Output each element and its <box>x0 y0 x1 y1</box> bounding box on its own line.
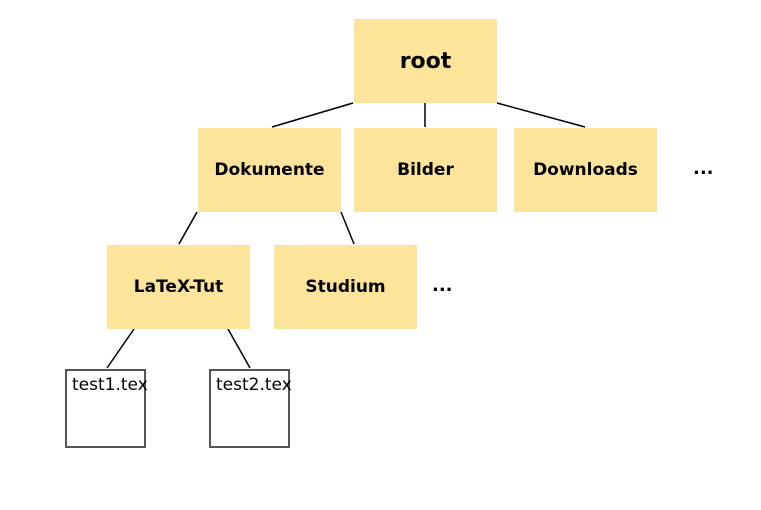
file-test2-label: test2.tex <box>216 375 292 395</box>
file-test1: test1.tex <box>65 369 148 448</box>
folder-dokumente: Dokumente <box>198 128 341 212</box>
folder-bilder: Bilder <box>354 128 497 212</box>
folder-studium: Studium <box>274 245 417 329</box>
file-test1-label: test1.tex <box>72 375 148 395</box>
edge-latex-test2 <box>227 328 251 369</box>
folder-downloads-label: Downloads <box>533 160 638 180</box>
folder-latex-tut: LaTeX-Tut <box>107 245 250 329</box>
folder-dokumente-label: Dokumente <box>214 160 325 180</box>
folder-downloads: Downloads <box>514 128 657 212</box>
file-test2: test2.tex <box>209 369 292 448</box>
edge-dokumente-studium <box>340 211 355 245</box>
edge-root-dokumente <box>271 102 354 128</box>
folder-bilder-label: Bilder <box>397 160 454 180</box>
level1-more-ellipsis: ... <box>693 158 714 179</box>
folder-root-label: root <box>399 48 452 74</box>
edge-latex-test1 <box>106 328 135 369</box>
folder-root: root <box>354 19 497 103</box>
level2-more-ellipsis: ... <box>432 275 453 296</box>
edge-dokumente-latex <box>178 211 198 245</box>
folder-latex-tut-label: LaTeX-Tut <box>133 277 224 297</box>
edge-root-downloads <box>496 102 586 128</box>
folder-studium-label: Studium <box>305 277 386 297</box>
